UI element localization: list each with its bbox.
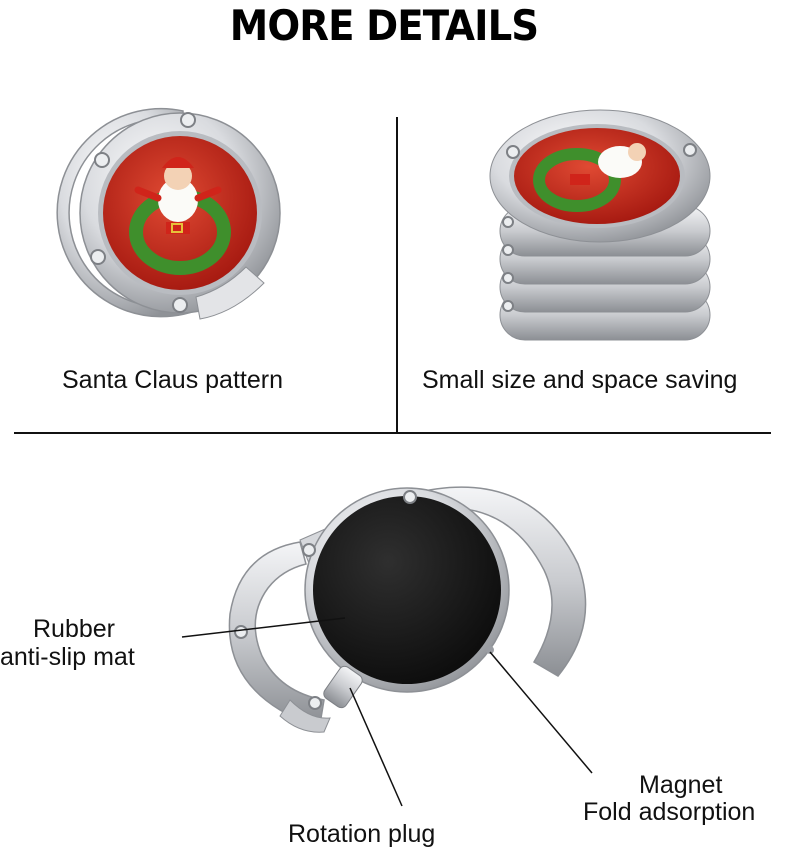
fold-adsorption-label: Fold adsorption xyxy=(583,798,756,826)
rubber-callout-line xyxy=(181,617,346,638)
magnet-callout-line xyxy=(489,651,593,774)
santa-hanger-image xyxy=(56,107,281,320)
magnet-label: Magnet xyxy=(639,771,723,799)
anti-slip-label: anti-slip mat xyxy=(0,643,135,671)
rubber-label: Rubber xyxy=(33,615,115,643)
space-saving-caption: Small size and space saving xyxy=(422,366,738,394)
stacked-hangers-image xyxy=(489,109,711,341)
page-title: MORE DETAILS xyxy=(229,1,539,50)
vertical-divider xyxy=(396,117,398,432)
rotation-callout-line xyxy=(349,687,403,807)
santa-pattern-caption: Santa Claus pattern xyxy=(62,366,283,394)
hanger-underside-image xyxy=(228,486,587,733)
rotation-plug-label: Rotation plug xyxy=(288,820,436,848)
callout-lines xyxy=(181,617,593,807)
horizontal-divider xyxy=(14,432,771,434)
